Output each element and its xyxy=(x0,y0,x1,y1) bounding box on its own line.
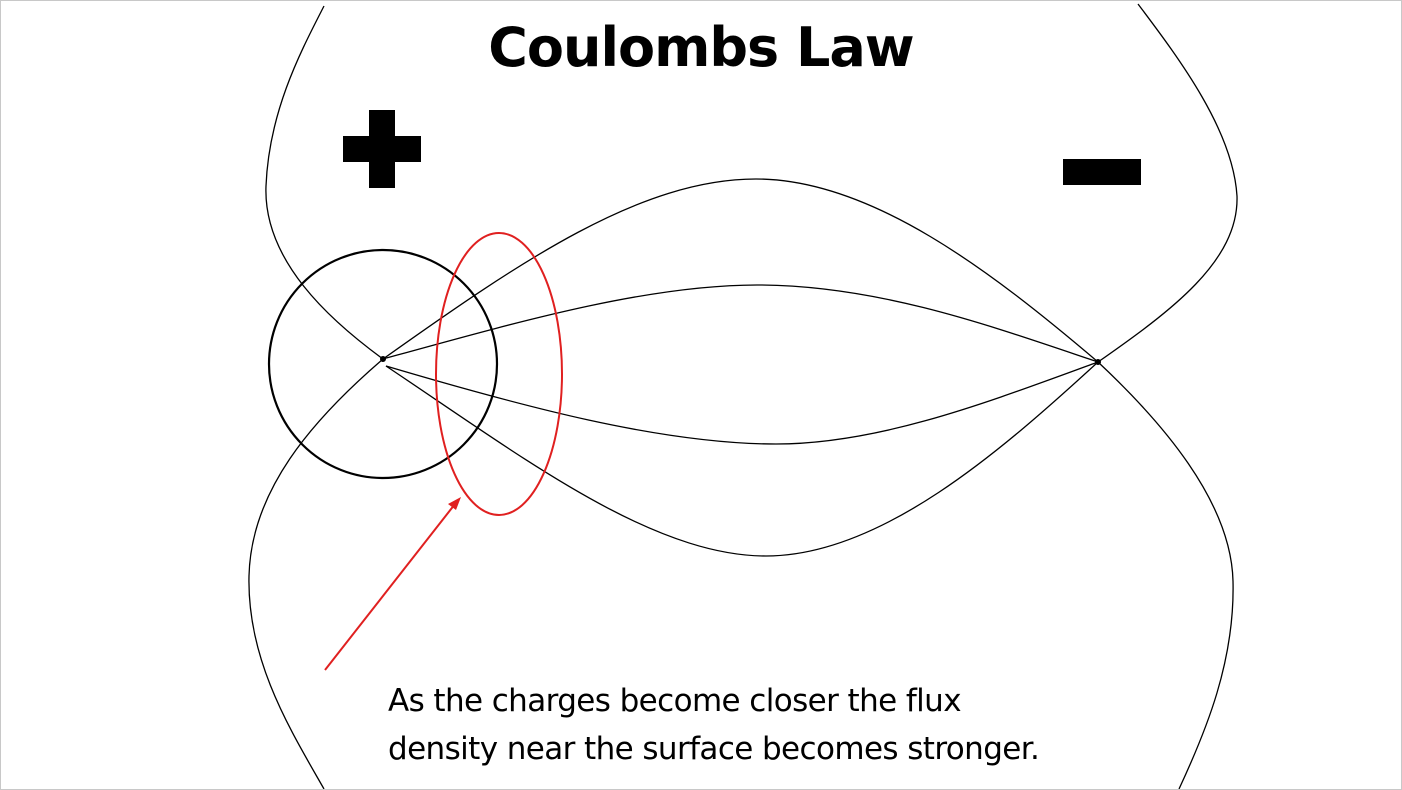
caption-line-2: density near the surface becomes stronge… xyxy=(388,731,1040,767)
field-line-top xyxy=(382,178,1099,363)
field-line-lower-mid xyxy=(385,361,1099,445)
field-line-outer-bottom-left xyxy=(248,358,384,789)
gaussian-surface-circle xyxy=(267,248,499,480)
pointer-arrow-head xyxy=(448,497,461,510)
positive-charge-point xyxy=(380,356,386,362)
slide-title: Coulombs Law xyxy=(488,16,914,79)
field-line-bottom xyxy=(385,361,1099,557)
field-line-outer-top-right xyxy=(1097,3,1238,363)
plus-sign-icon xyxy=(343,110,421,188)
caption-text: As the charges become closer the flux de… xyxy=(388,677,1148,773)
field-line-outer-bottom-right xyxy=(1097,361,1234,789)
field-line-upper-mid xyxy=(382,284,1099,363)
negative-charge-point xyxy=(1095,359,1101,365)
minus-sign-icon xyxy=(1063,159,1141,185)
pointer-arrow-line xyxy=(324,503,456,671)
caption-line-1: As the charges become closer the flux xyxy=(388,683,962,719)
highlight-ellipse xyxy=(435,232,563,516)
field-line-outer-top-left xyxy=(265,5,384,360)
